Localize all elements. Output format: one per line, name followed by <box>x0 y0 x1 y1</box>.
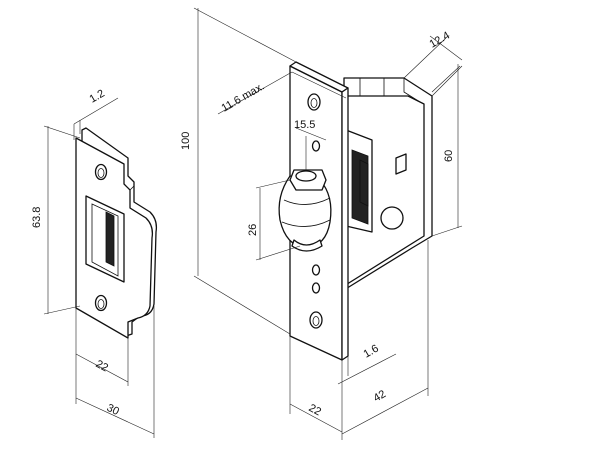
dim-faceplate-width: 22 <box>307 402 323 418</box>
latch-assembly <box>278 61 433 361</box>
dim-strike-height: 63.8 <box>31 207 43 228</box>
case-square-slot <box>395 153 407 175</box>
dim-case-depth: 12.4 <box>428 29 453 50</box>
dim-faceplate-height: 100 <box>180 132 192 150</box>
dim-strike-thickness: 1.2 <box>88 88 107 106</box>
dim-faceplate-thickness: 1.6 <box>362 343 381 361</box>
dim-roller-offset: 15.5 <box>294 119 315 131</box>
dim-case-height: 60 <box>443 150 455 162</box>
faceplate-screw-top <box>307 93 321 111</box>
dim-roller-height: 26 <box>247 224 259 236</box>
dim-strike-overall-width: 30 <box>105 402 121 418</box>
strike-plate <box>75 127 158 339</box>
case-spindle-hole <box>380 206 404 230</box>
strike-latch-opening <box>85 195 125 283</box>
dim-latch-projection: 11.6 max. <box>220 80 267 114</box>
dim-strike-inner-width: 22 <box>94 358 110 374</box>
faceplate-screw-bottom <box>309 311 323 329</box>
dim-case-width: 42 <box>372 388 389 405</box>
